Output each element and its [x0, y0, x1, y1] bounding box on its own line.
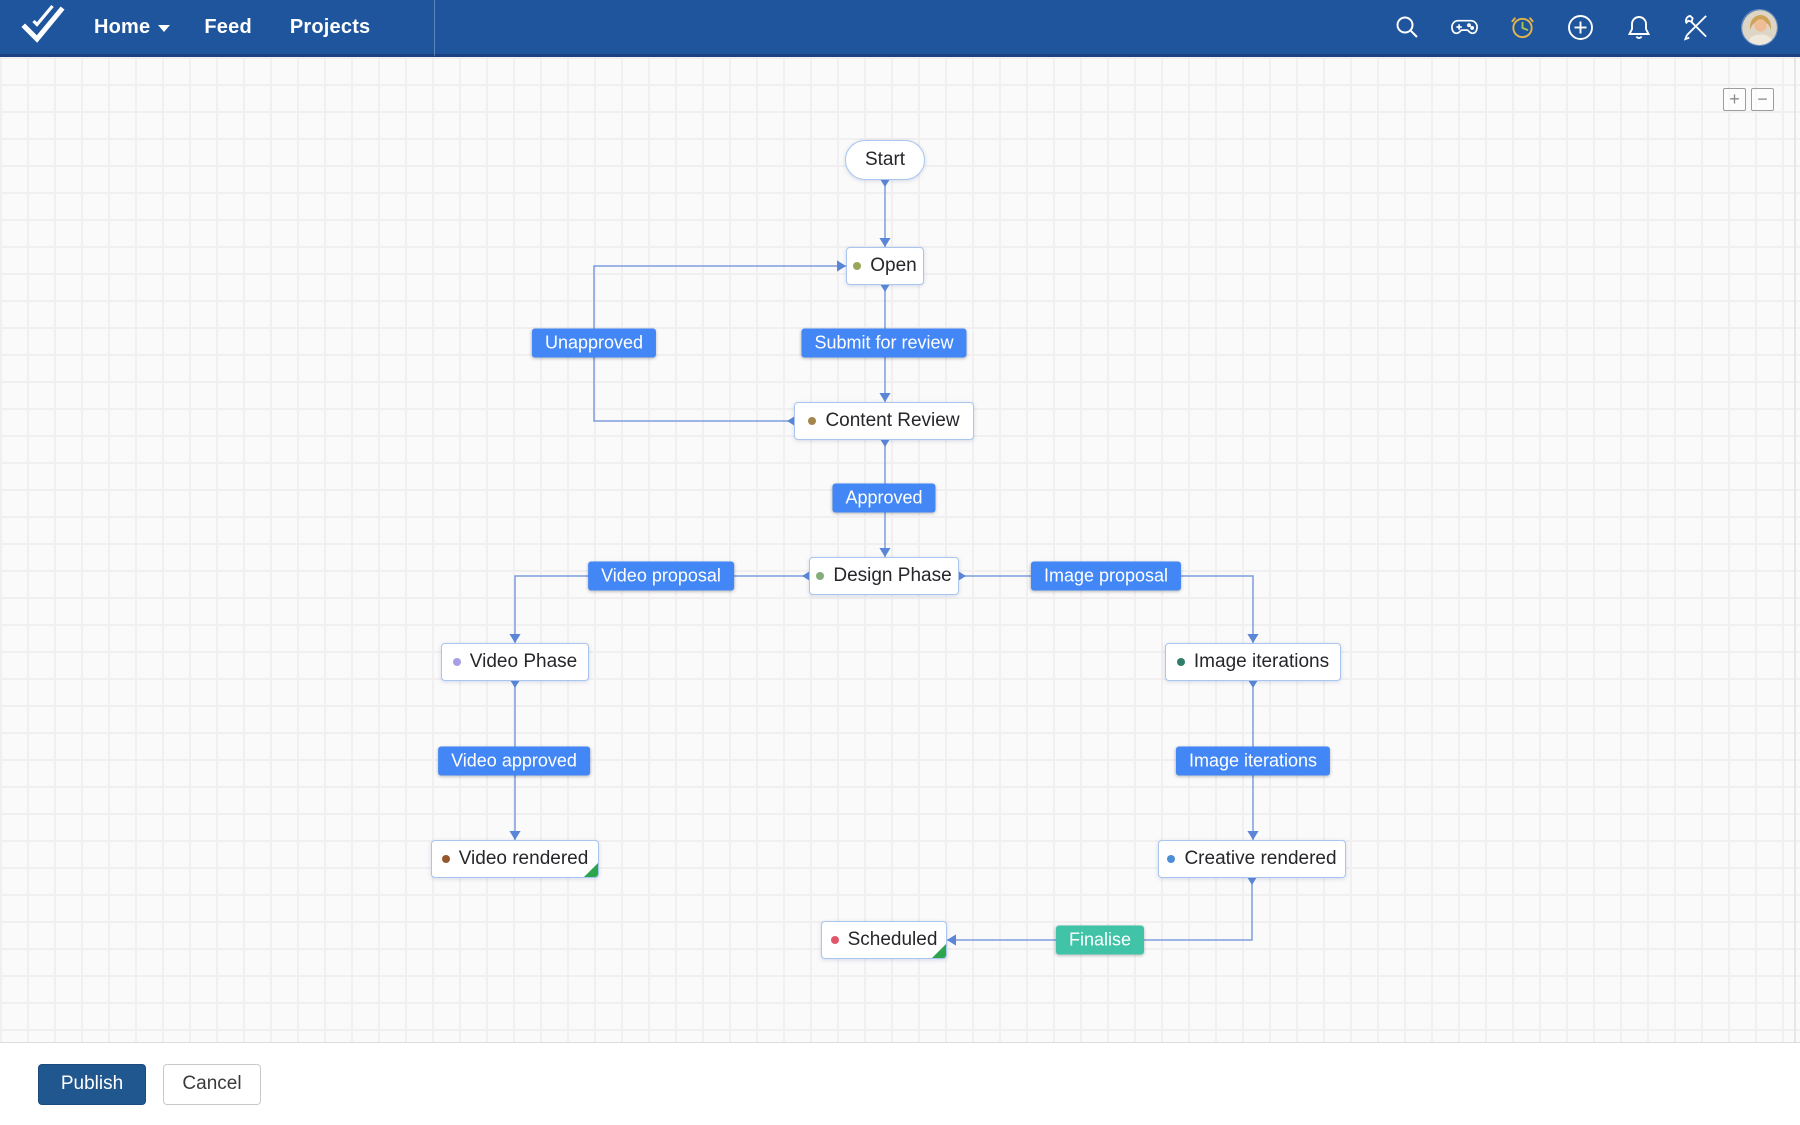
status-dot	[816, 572, 825, 580]
node-scheduled[interactable]: Scheduled	[821, 921, 947, 959]
node-video-phase[interactable]: Video Phase	[441, 643, 589, 681]
top-navbar: Home Feed Projects	[0, 0, 1800, 57]
footer-bar: Publish Cancel	[0, 1042, 1800, 1125]
status-dot	[853, 262, 862, 270]
transition-image-proposal[interactable]: Image proposal	[1030, 561, 1182, 591]
workflow-edges	[509, 180, 1259, 946]
nav-item-feed[interactable]: Feed	[204, 0, 289, 54]
search-icon[interactable]	[1393, 14, 1420, 41]
zoom-out-button[interactable]: −	[1751, 88, 1774, 111]
zoom-in-button[interactable]: +	[1723, 88, 1746, 111]
node-label: Video rendered	[458, 848, 589, 869]
node-label: Open	[870, 255, 917, 276]
node-creative-rendered[interactable]: Creative rendered	[1158, 840, 1346, 878]
status-dot	[1176, 658, 1185, 666]
gamepad-icon[interactable]	[1451, 14, 1478, 41]
transition-video-approved[interactable]: Video approved	[438, 746, 590, 776]
transition-submit-for-review[interactable]: Submit for review	[801, 328, 967, 358]
transition-unapproved[interactable]: Unapproved	[531, 328, 657, 358]
node-label: Image iterations	[1193, 651, 1330, 672]
status-dot	[452, 658, 461, 666]
transition-video-proposal[interactable]: Video proposal	[588, 561, 734, 591]
nav-item-projects[interactable]: Projects	[290, 0, 409, 54]
user-avatar[interactable]	[1741, 8, 1778, 46]
nav-separator	[434, 0, 436, 56]
nav-item-home-label: Home	[94, 15, 151, 38]
node-start[interactable]: Start	[845, 140, 925, 180]
cancel-button[interactable]: Cancel	[163, 1063, 261, 1105]
timer-clock-icon[interactable]	[1509, 14, 1536, 41]
node-label: Start	[864, 149, 906, 170]
node-label: Design Phase	[833, 565, 952, 586]
end-state-corner-icon	[584, 863, 598, 877]
transition-approved[interactable]: Approved	[832, 483, 936, 513]
status-dot	[808, 417, 817, 425]
nav-item-feed-label: Feed	[204, 15, 252, 38]
status-dot	[1167, 855, 1176, 863]
status-dot	[441, 855, 450, 863]
transition-finalise[interactable]: Finalise	[1055, 925, 1145, 955]
end-state-corner-icon	[932, 944, 946, 958]
transition-image-iterations-t[interactable]: Image iterations	[1175, 746, 1331, 776]
tools-icon[interactable]	[1683, 14, 1710, 41]
status-dot	[830, 936, 839, 944]
notifications-bell-icon[interactable]	[1625, 14, 1652, 41]
node-content-review[interactable]: Content Review	[794, 402, 974, 440]
brand-logo[interactable]	[0, 4, 86, 50]
node-label: Creative rendered	[1184, 848, 1337, 869]
canvas-right-edge	[1794, 57, 1796, 1042]
node-design-phase[interactable]: Design Phase	[809, 557, 959, 595]
node-open[interactable]: Open	[846, 247, 924, 285]
double-check-logo-icon	[20, 4, 66, 50]
nav-item-home[interactable]: Home	[86, 0, 204, 54]
node-label: Scheduled	[847, 929, 938, 950]
publish-button[interactable]: Publish	[38, 1063, 146, 1105]
node-label: Content Review	[825, 410, 960, 431]
node-label: Video Phase	[469, 651, 578, 672]
nav-right-icons	[1393, 8, 1800, 46]
node-image-iterations[interactable]: Image iterations	[1165, 643, 1341, 681]
nav-item-projects-label: Projects	[289, 15, 371, 38]
canvas-zoom-controls: + −	[1723, 88, 1774, 111]
node-video-rendered[interactable]: Video rendered	[431, 840, 599, 878]
add-circle-icon[interactable]	[1567, 14, 1594, 41]
nav-items: Home Feed Projects	[86, 0, 408, 54]
chevron-down-icon	[158, 25, 171, 32]
